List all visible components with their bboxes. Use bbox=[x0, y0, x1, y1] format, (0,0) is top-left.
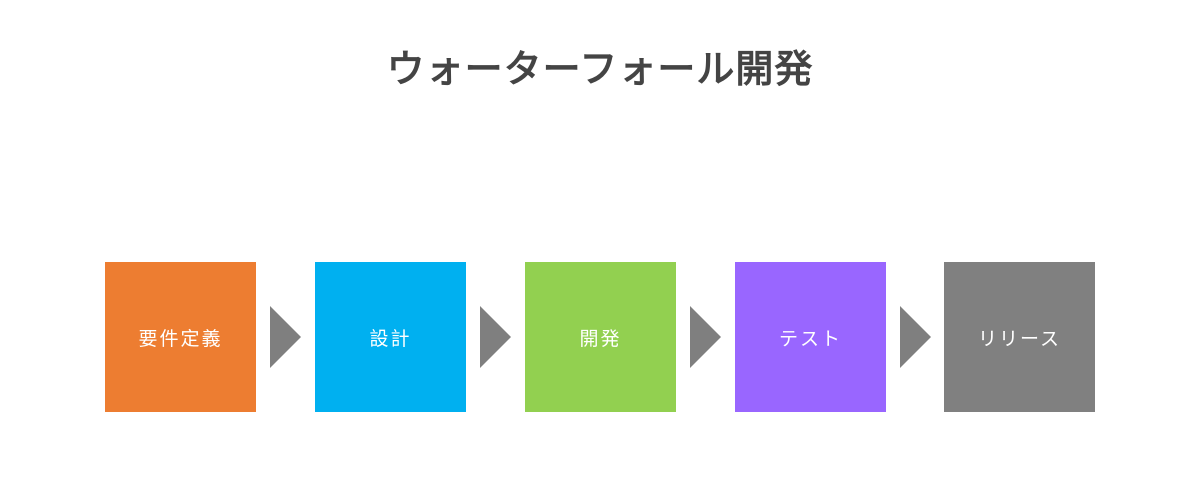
step-label: テスト bbox=[778, 327, 842, 350]
step-development: 開発 bbox=[525, 262, 676, 412]
step-label: 要件定義 bbox=[138, 327, 223, 350]
step-test: テスト bbox=[735, 262, 886, 412]
step-label: 設計 bbox=[369, 327, 412, 350]
diagram-title: ウォーターフォール開発 bbox=[386, 47, 814, 91]
step-requirements: 要件定義 bbox=[105, 262, 256, 412]
arrow-right-icon bbox=[690, 306, 721, 368]
step-label: リリース bbox=[977, 327, 1062, 350]
step-label: 開発 bbox=[579, 327, 622, 350]
arrow-right-icon bbox=[900, 306, 931, 368]
step-release: リリース bbox=[944, 262, 1095, 412]
arrow-right-icon bbox=[480, 306, 511, 368]
arrow-right-icon bbox=[270, 306, 301, 368]
waterfall-process-flow: 要件定義 設計 開発 テスト リリース bbox=[105, 262, 1095, 412]
step-design: 設計 bbox=[315, 262, 466, 412]
